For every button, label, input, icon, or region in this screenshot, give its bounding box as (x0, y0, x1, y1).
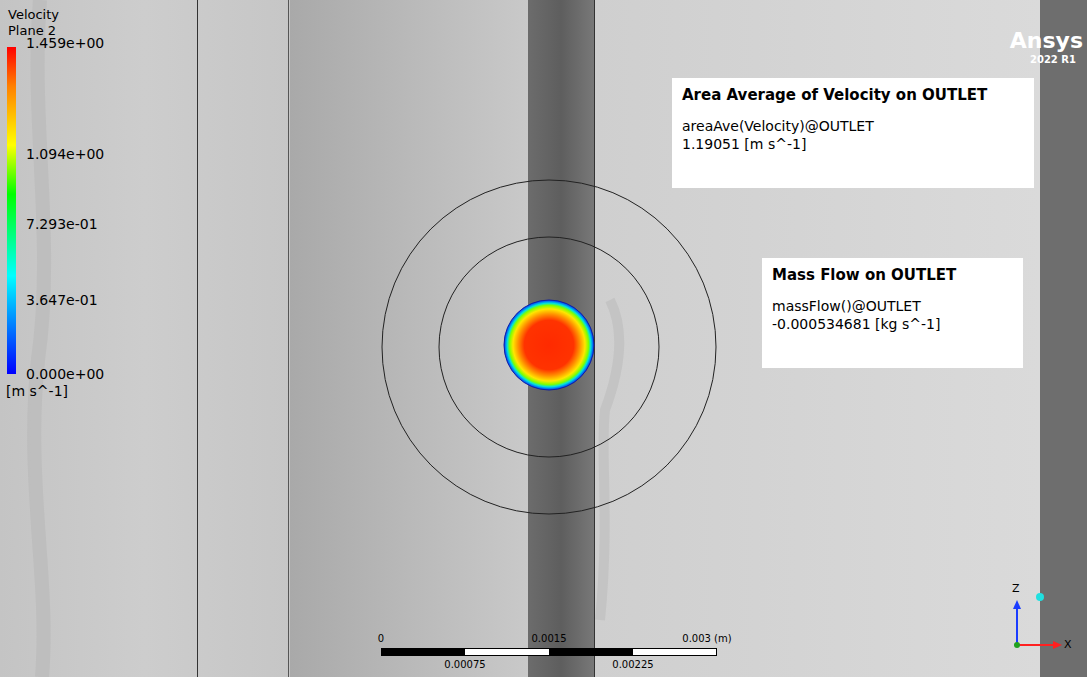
scale-value: 0.00075 (444, 659, 485, 671)
expression-box: Area Average of Velocity on OUTLET areaAv… (672, 78, 1034, 188)
version-label: 2022 R1 (1030, 54, 1076, 66)
scale-value: 0.003 (m) (682, 633, 731, 645)
expression-box: Mass Flow on OUTLET massFlow()@OUTLET-0.0… (762, 258, 1023, 368)
legend-value: 7.293e-01 (26, 216, 98, 232)
scale-value: 0.0015 (532, 633, 567, 645)
legend-value: 3.647e-01 (26, 292, 98, 308)
axis-label: Z (1012, 583, 1020, 596)
legend-value: 1.459e+00 (26, 35, 104, 51)
brand-logo: Ansys (1010, 28, 1083, 53)
box-heading: Mass Flow on OUTLET (772, 266, 1013, 284)
legend-value: 0.000e+00 (26, 366, 104, 382)
scale-value: 0.00225 (612, 659, 653, 671)
box-heading: Area Average of Velocity on OUTLET (682, 86, 1024, 104)
box-text: 1.19051 [m s^-1] (682, 136, 1024, 153)
legend-unit: [m s^-1] (6, 383, 68, 399)
box-text: -0.000534681 [kg s^-1] (772, 316, 1013, 333)
legend-title: Velocity (8, 8, 59, 23)
scale-value: 0 (378, 633, 384, 645)
box-text: massFlow()@OUTLET (772, 298, 1013, 315)
axis-label: X (1064, 639, 1072, 652)
legend-value: 1.094e+00 (26, 146, 104, 162)
box-text: areaAve(Velocity)@OUTLET (682, 118, 1024, 135)
